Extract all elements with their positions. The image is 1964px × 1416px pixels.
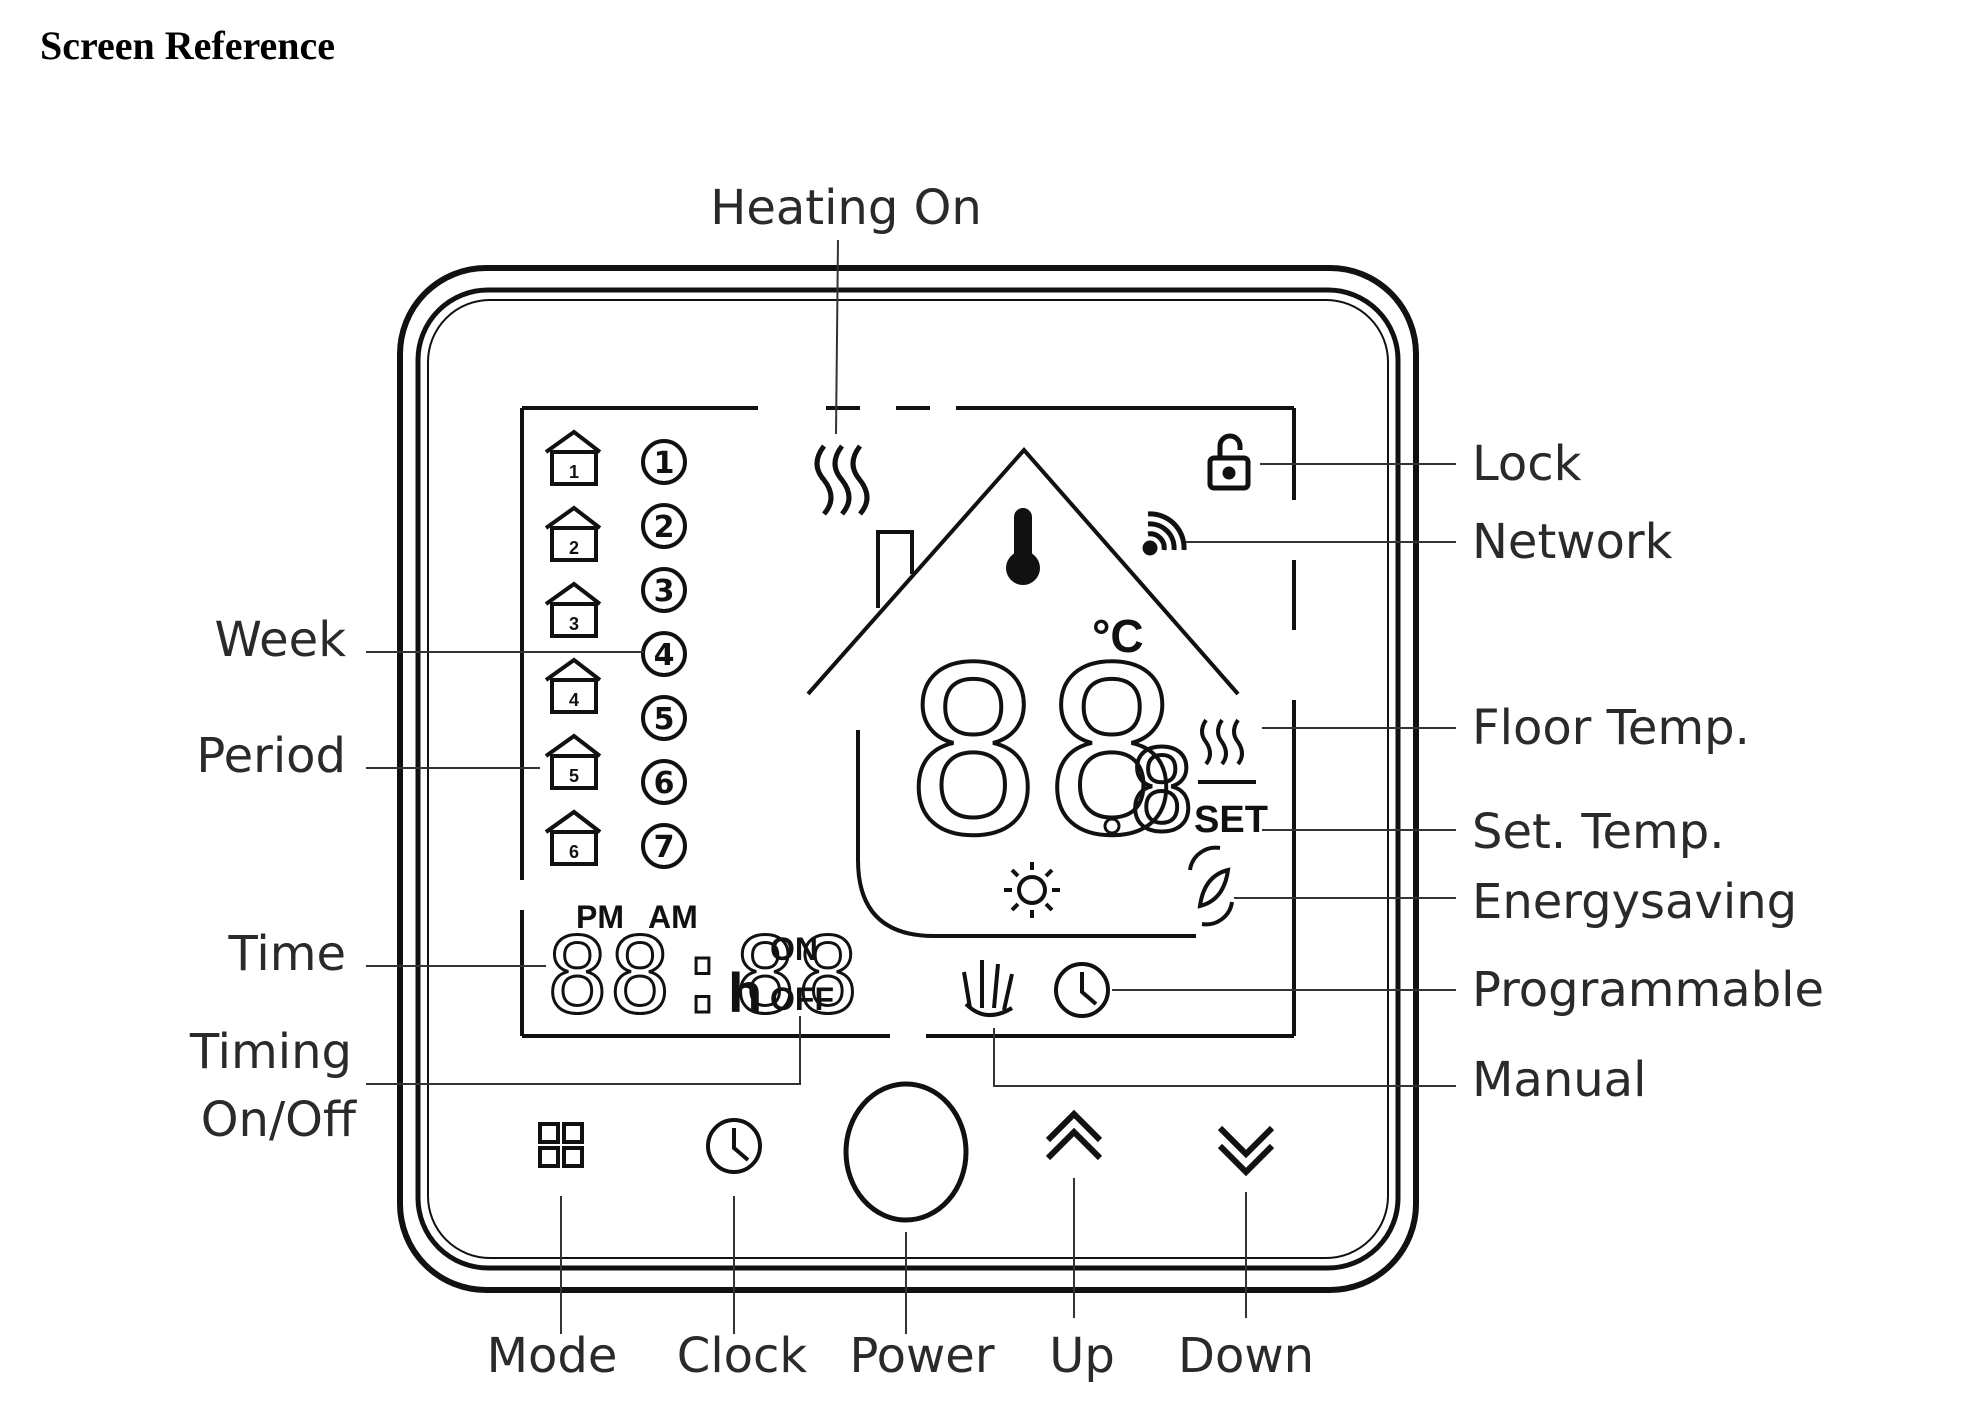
pm-indicator: PM xyxy=(576,899,624,935)
power-ring-icon xyxy=(843,1081,969,1223)
leader-lines xyxy=(366,239,1456,1334)
week-number: 6 xyxy=(654,766,675,801)
thermometer-icon xyxy=(1006,508,1040,585)
leaf-icon xyxy=(1188,845,1234,927)
week-icons-column: 1 2 3 4 5 6 xyxy=(544,429,602,866)
label-programmable: Programmable xyxy=(1472,962,1824,1018)
label-timing-line2: On/Off xyxy=(201,1092,357,1148)
hand-icon xyxy=(962,960,1014,1017)
label-down: Down xyxy=(1178,1328,1314,1384)
time-digits: 88:88 xyxy=(546,915,859,1037)
period-number: 3 xyxy=(569,614,579,634)
power-button[interactable] xyxy=(843,1081,969,1223)
label-set-temp: Set. Temp. xyxy=(1472,804,1725,860)
am-indicator: AM xyxy=(648,899,698,935)
period-number: 2 xyxy=(569,538,579,558)
clock-button[interactable] xyxy=(706,1118,762,1174)
page-heading: Screen Reference xyxy=(40,23,336,68)
decimal-point xyxy=(1103,817,1121,835)
double-chevron-up-icon xyxy=(1045,1109,1103,1161)
period-icon-5 xyxy=(544,733,602,790)
week-number: 2 xyxy=(654,510,675,545)
label-week: Week xyxy=(214,612,346,668)
period-number: 1 xyxy=(569,462,579,482)
on-indicator: ON xyxy=(770,931,818,967)
period-number: 6 xyxy=(569,842,579,862)
temperature-unit: °C xyxy=(1092,610,1144,662)
off-indicator: OFF xyxy=(770,981,834,1017)
bed-icon xyxy=(544,809,602,834)
device-frame xyxy=(397,265,1419,1293)
mode-button[interactable] xyxy=(538,1122,584,1168)
label-network: Network xyxy=(1472,514,1673,570)
week-number: 3 xyxy=(654,574,675,609)
week-number: 5 xyxy=(654,702,675,737)
house-outline xyxy=(806,446,1240,938)
label-period: Period xyxy=(196,728,346,784)
double-chevron-down-icon xyxy=(1217,1125,1275,1177)
leader-heating-on xyxy=(835,239,839,435)
period-number: 4 xyxy=(569,690,579,710)
label-up: Up xyxy=(1049,1328,1115,1384)
week-number: 1 xyxy=(654,446,675,481)
lock-icon xyxy=(1207,433,1251,491)
week-number: 7 xyxy=(654,830,675,865)
period-icon-1 xyxy=(544,429,602,486)
period-icon-3 xyxy=(544,581,602,638)
leader-manual xyxy=(993,1028,1456,1087)
temperature-decimal: 8 xyxy=(1128,727,1195,857)
label-power: Power xyxy=(849,1328,994,1384)
period-number: 5 xyxy=(569,766,579,786)
label-clock: Clock xyxy=(677,1328,808,1384)
period-icon-2 xyxy=(544,505,602,562)
week-numbers: 1 2 3 4 5 6 7 xyxy=(641,439,687,869)
label-floor-temp: Floor Temp. xyxy=(1472,700,1750,756)
label-time: Time xyxy=(228,926,346,982)
label-mode: Mode xyxy=(487,1328,618,1384)
wifi-icon xyxy=(1142,511,1187,556)
temperature-digits: 88 xyxy=(904,620,1181,887)
label-timing-line1: Timing xyxy=(189,1024,352,1080)
grid-icon xyxy=(538,1122,584,1168)
heating-waves-icon xyxy=(814,444,870,516)
set-indicator: SET xyxy=(1194,799,1268,841)
hour-unit: h xyxy=(728,961,762,1024)
callout-labels: Heating On Lock Network Week Period Floo… xyxy=(189,180,1824,1384)
period-icon-4 xyxy=(544,657,602,714)
label-energysaving: Energysaving xyxy=(1472,874,1797,930)
lcd-border xyxy=(520,406,1296,1038)
label-heating-on: Heating On xyxy=(710,180,982,236)
leader-timing xyxy=(366,1016,801,1085)
label-lock: Lock xyxy=(1472,436,1582,492)
week-number: 4 xyxy=(654,638,675,673)
sun-icon xyxy=(1004,862,1060,918)
label-manual: Manual xyxy=(1472,1052,1646,1108)
clock-icon xyxy=(1054,962,1110,1018)
clock-icon xyxy=(706,1118,762,1174)
floor-heat-icon xyxy=(1198,718,1256,784)
down-button[interactable] xyxy=(1217,1125,1275,1177)
up-button[interactable] xyxy=(1045,1109,1103,1161)
